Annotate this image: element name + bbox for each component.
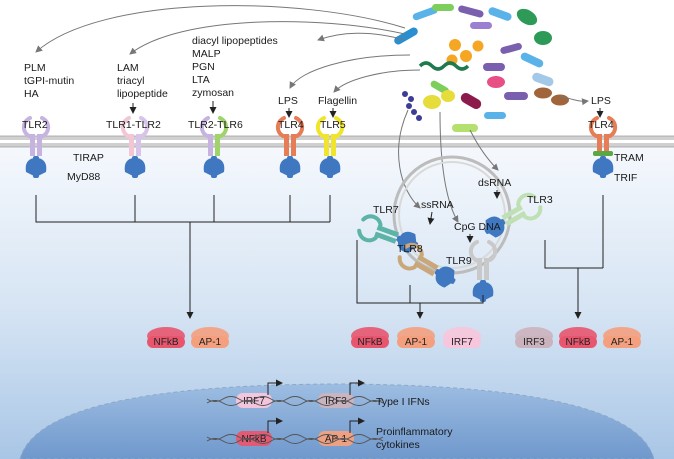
ligand-ssrna: ssRNA	[421, 199, 454, 211]
ligand-arrows	[35, 5, 589, 223]
tlr2-receptor	[21, 116, 51, 178]
ligand-tgpi-mutin: tGPI-mutin	[24, 75, 74, 87]
ligand-triacyl: triacyl	[117, 75, 144, 87]
nucleus-contents: Type I IFNs Proinflammatory cytokines	[206, 379, 453, 451]
label-trif: TRIF	[614, 172, 637, 184]
tlr9-receptor	[468, 240, 498, 302]
nucleus	[19, 383, 655, 459]
ligand-diacyl-lipopeptides: diacyl lipopeptides	[192, 35, 278, 47]
label-tlr4: TLR4	[278, 119, 304, 131]
gene-nfkb-label: NFkB	[242, 434, 267, 445]
ligand-lps-right: LPS	[591, 95, 611, 107]
tf-middle-irf7-label: IRF7	[451, 337, 473, 348]
ligand-ha: HA	[24, 88, 39, 100]
ligand-dsrna: dsRNA	[478, 177, 511, 189]
tf-right-ap1: AP-1	[603, 327, 641, 348]
ligand-lta: LTA	[192, 74, 210, 86]
label-tlr9: TLR9	[446, 255, 472, 267]
label-tlr5: TLR5	[320, 119, 346, 131]
membrane-receptors	[21, 116, 618, 302]
ligand-receptor-arrows	[129, 101, 604, 118]
label-tlr4-right: TLR4	[588, 119, 614, 131]
tf-middle-irf7: IRF7	[443, 327, 481, 348]
label-proinflammatory: Proinflammatory	[376, 426, 453, 438]
tf-right-ap1-label: AP-1	[611, 337, 634, 348]
tlr1-tlr2-receptor	[120, 116, 150, 178]
ligand-flagellin: Flagellin	[318, 95, 357, 107]
label-tlr7: TLR7	[373, 204, 399, 216]
tlr4-right-receptor	[588, 116, 618, 178]
tf-left-ap1: AP-1	[191, 327, 229, 348]
signaling-lines	[35, 195, 604, 319]
label-type-i-ifns: Type I IFNs	[376, 396, 430, 408]
ligand-lipopeptide: lipopeptide	[117, 88, 168, 100]
ligand-plm: PLM	[24, 62, 46, 74]
label-tlr3: TLR3	[527, 194, 553, 206]
ligand-labels: PLM tGPI-mutin HA LAM triacyl lipopeptid…	[24, 35, 611, 107]
gene-ap1-label: AP-1	[325, 434, 348, 445]
label-tlr2: TLR2	[22, 119, 48, 131]
label-tlr1-tlr2: TLR1-TLR2	[106, 119, 161, 131]
tf-middle-ap1: AP-1	[397, 327, 435, 348]
tlr8-receptor	[397, 242, 456, 288]
ligand-lam: LAM	[117, 62, 139, 74]
ligand-pgn: PGN	[192, 61, 215, 73]
tf-right-irf3-label: IRF3	[523, 337, 545, 348]
label-tlr8: TLR8	[397, 243, 423, 255]
adaptor-labels: TIRAP MyD88 TRAM TRIF	[67, 152, 644, 184]
ligand-lps: LPS	[278, 95, 298, 107]
ligand-cpg-dna: CpG DNA	[454, 221, 501, 233]
tf-middle-ap1-label: AP-1	[405, 337, 428, 348]
tlr2-tlr6-receptor	[199, 116, 229, 178]
tlr5-receptor	[315, 116, 345, 178]
tram-adaptor	[593, 151, 613, 156]
tf-middle-nfkb: NFkB	[351, 327, 389, 348]
tlr4-receptor	[275, 116, 305, 178]
endosome-ligands: ssRNA CpG DNA dsRNA	[421, 177, 511, 243]
bacteria-cluster	[394, 4, 569, 132]
tf-middle-nfkb-label: NFkB	[358, 337, 383, 348]
tf-left-ap1-label: AP-1	[199, 337, 222, 348]
label-cytokines: cytokines	[376, 439, 420, 451]
label-myd88: MyD88	[67, 171, 100, 183]
gene-irf3-label: IRF3	[325, 396, 347, 407]
tf-left-nfkb-label: NFkB	[154, 337, 179, 348]
tf-right-irf3: IRF3	[515, 327, 553, 348]
ligand-zymosan: zymosan	[192, 87, 234, 99]
tf-left-nfkb: NFkB	[147, 327, 185, 348]
label-tram: TRAM	[614, 152, 644, 164]
tlr3-receptor	[484, 192, 543, 238]
tf-right-nfkb-label: NFkB	[566, 337, 591, 348]
label-tlr2-tlr6: TLR2-TLR6	[188, 119, 243, 131]
gene-irf7-label: IRF7	[243, 396, 265, 407]
ligand-malp: MALP	[192, 48, 221, 60]
label-tirap: TIRAP	[73, 152, 104, 164]
receptor-labels: TLR2 TLR1-TLR2 TLR2-TLR6 TLR4 TLR5 TLR4 …	[22, 119, 614, 267]
tf-right-nfkb: NFkB	[559, 327, 597, 348]
